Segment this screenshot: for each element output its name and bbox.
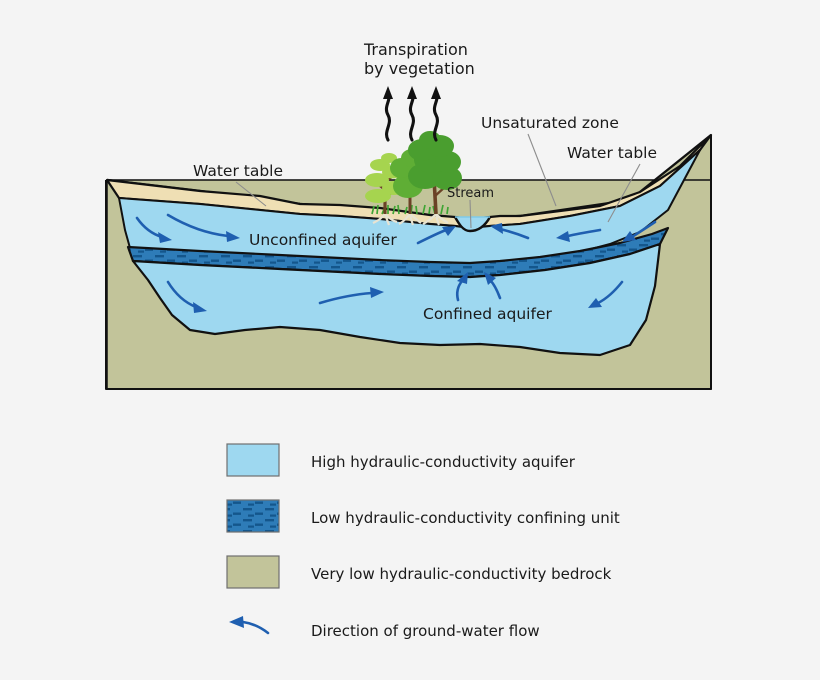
legend-swatch-bedrock xyxy=(226,555,280,589)
legend-label-aquifer: High hydraulic-conductivity aquifer xyxy=(311,453,576,471)
transpiration-arrow-1 xyxy=(383,86,393,142)
flow-arrow xyxy=(455,272,468,302)
flow-arrow xyxy=(490,223,530,240)
confined-aquifer-layer xyxy=(131,242,662,357)
vegetation-group xyxy=(365,131,462,226)
legend-swatch-confining-unit xyxy=(226,499,280,533)
legend-label-flow-direction: Direction of ground-water flow xyxy=(311,622,540,640)
flow-arrow xyxy=(318,287,384,305)
transpiration-arrows xyxy=(383,86,441,142)
legend-label-bedrock: Very low hydraulic-conductivity bedrock xyxy=(311,565,612,583)
flow-arrows-confined xyxy=(166,272,624,313)
transpiration-arrow-3 xyxy=(431,86,441,142)
flow-arrow xyxy=(622,220,657,242)
flow-arrow xyxy=(556,228,602,242)
stream-feature xyxy=(453,216,492,233)
flow-arrow xyxy=(416,226,456,245)
tree-roots xyxy=(372,213,449,226)
legend: High hydraulic-conductivity aquifer Low … xyxy=(226,443,620,640)
label-stream: Stream xyxy=(447,186,494,201)
tree-right xyxy=(408,131,462,215)
label-water-table-right: Water table xyxy=(567,144,657,162)
label-water-table-left: Water table xyxy=(193,162,283,180)
legend-swatch-flow-arrow xyxy=(229,616,270,635)
flow-arrow xyxy=(588,280,624,308)
legend-item-flow-direction: Direction of ground-water flow xyxy=(229,616,540,640)
label-transpiration-line1: Transpiration xyxy=(363,40,468,59)
legend-item-bedrock: Very low hydraulic-conductivity bedrock xyxy=(226,555,612,589)
flow-arrow xyxy=(166,213,240,242)
legend-swatch-aquifer xyxy=(226,443,280,477)
label-confined-aquifer: Confined aquifer xyxy=(423,305,552,323)
label-unsaturated-zone: Unsaturated zone xyxy=(481,114,619,132)
legend-item-aquifer: High hydraulic-conductivity aquifer xyxy=(226,443,576,477)
flow-arrow xyxy=(484,272,502,300)
label-unconfined-aquifer: Unconfined aquifer xyxy=(249,231,397,249)
flow-arrows-unconfined xyxy=(135,213,657,245)
diagram-labels: Transpiration by vegetation Water table … xyxy=(193,40,657,323)
flow-arrow xyxy=(166,280,207,313)
legend-item-confining-unit: Low hydraulic-conductivity confining uni… xyxy=(226,499,620,533)
transpiration-arrow-2 xyxy=(407,86,417,142)
legend-label-confining-unit: Low hydraulic-conductivity confining uni… xyxy=(311,509,620,527)
label-transpiration-line2: by vegetation xyxy=(364,59,475,78)
flow-arrow xyxy=(135,216,172,243)
